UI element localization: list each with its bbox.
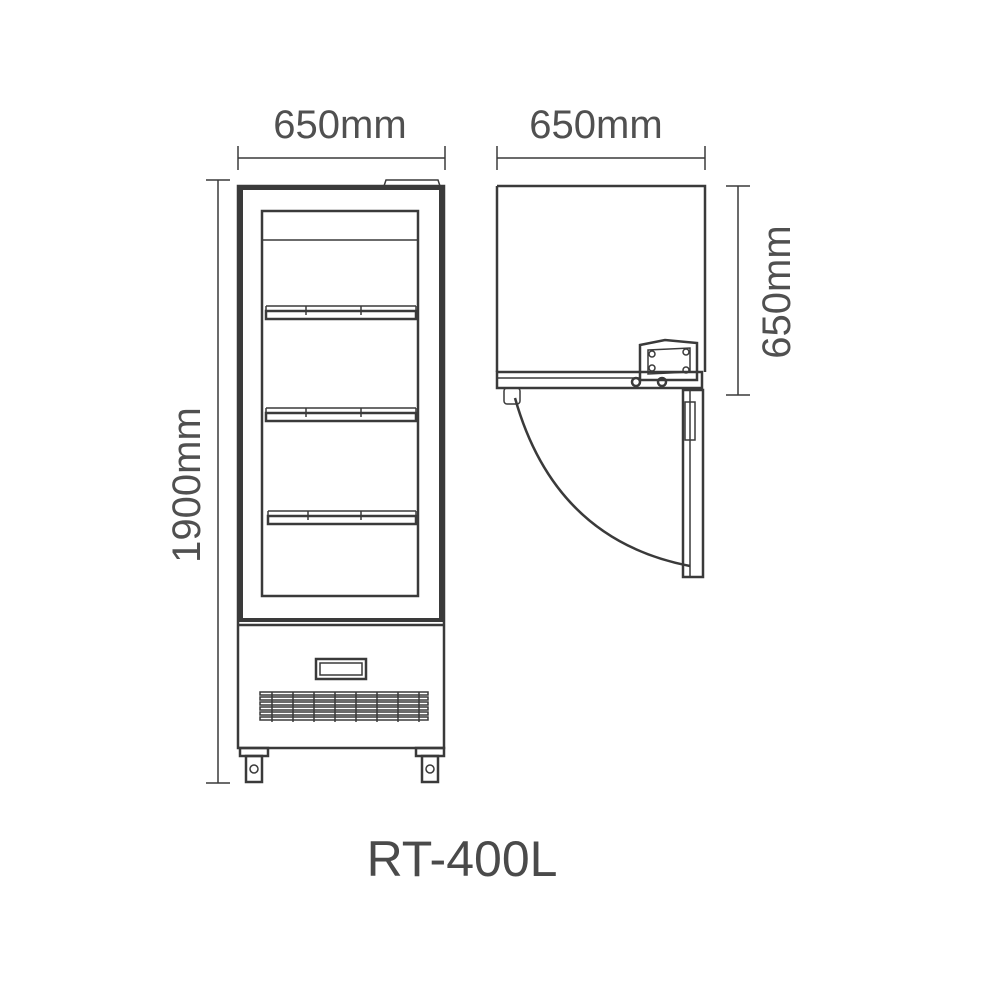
shelf-2 (264, 407, 418, 423)
left-caster (238, 746, 270, 784)
top-view: 650mm 650mm (495, 103, 799, 579)
height-label: 1900mm (165, 407, 209, 563)
shelf-1 (264, 305, 418, 321)
vent-slat (259, 716, 429, 721)
vent-slat (259, 701, 429, 706)
top-vent-bump (383, 179, 441, 187)
height-dimension-line (206, 179, 230, 784)
top-width-dimension-line (496, 146, 706, 170)
vent-slat (259, 706, 429, 711)
model-name: RT-400L (367, 831, 558, 887)
vent-grille (259, 691, 429, 722)
front-width-label: 650mm (273, 103, 406, 147)
hinge-bracket (630, 338, 699, 388)
glass-panel (260, 209, 420, 598)
glass-door-frame (239, 186, 443, 622)
open-door (681, 388, 705, 579)
front-view: 650mm 1900mm (165, 103, 446, 784)
depth-label: 650mm (755, 225, 799, 358)
top-width-label: 650mm (529, 103, 662, 147)
control-panel (314, 657, 368, 681)
right-caster (414, 746, 446, 784)
front-width-dimension-line (237, 146, 446, 170)
door-swing-arc (513, 397, 691, 568)
vent-slat (259, 696, 429, 701)
vent-slat (259, 691, 429, 696)
vent-slat (259, 711, 429, 716)
depth-dimension-line (726, 185, 750, 396)
cabinet-top-outline (495, 184, 707, 372)
shelf-3 (266, 510, 418, 526)
